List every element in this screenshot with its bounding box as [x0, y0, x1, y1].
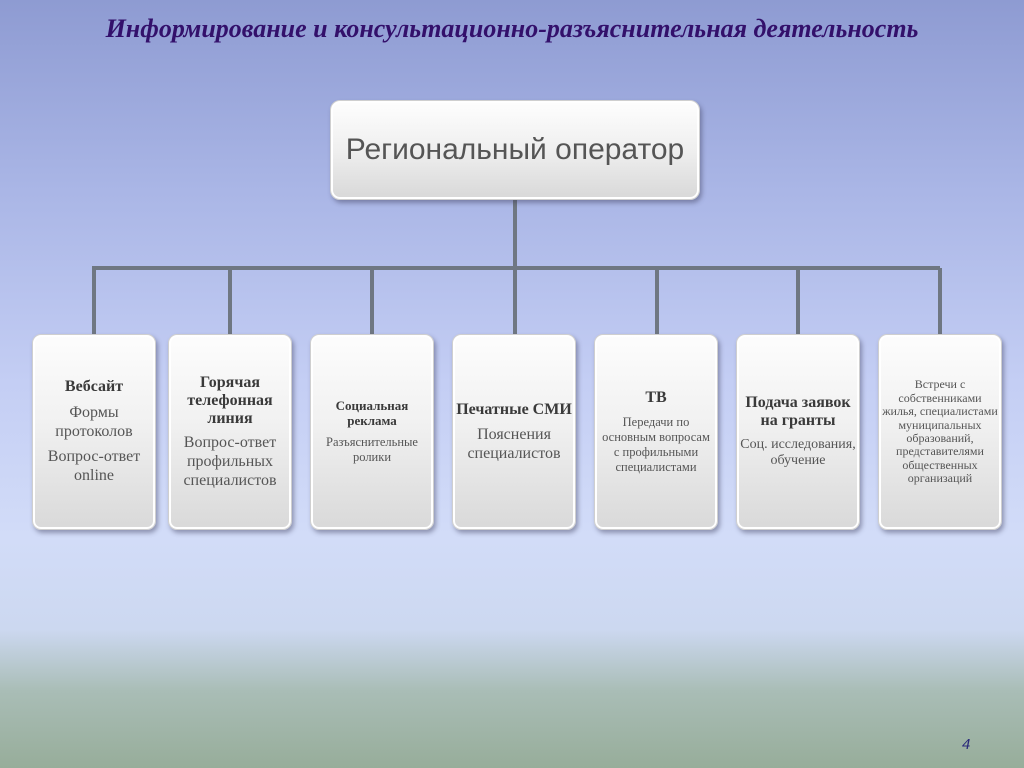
node-grants-head: Подача заявок на гранты — [745, 393, 851, 430]
node-meetings-sub1: Встречи с собственниками жилья, специали… — [882, 377, 998, 486]
node-grants-sub1: Соц. исследования, обучение — [740, 436, 856, 469]
node-website-sub2: Вопрос-ответ online — [47, 448, 141, 485]
slide-title: Информирование и консультационно-разъясн… — [105, 14, 919, 43]
node-tv-sub1: Передачи по основным вопросам с профильн… — [602, 415, 710, 475]
node-grants: Подача заявок на гранты Соц. исследовани… — [736, 334, 860, 530]
node-hotline-head: Горячая телефонная линия — [187, 373, 273, 428]
page-number: 4 — [962, 736, 971, 753]
node-print-media-head: Печатные СМИ — [456, 400, 572, 418]
root-node-regional-operator: Региональный оператор — [330, 100, 700, 200]
node-social-ads-sub1: Разъяснительные ролики — [326, 434, 418, 464]
node-social-ads: Социальная реклама Разъяснительные ролик… — [310, 334, 434, 530]
node-tv: ТВ Передачи по основным вопросам с профи… — [594, 334, 718, 530]
root-node-label: Региональный оператор — [345, 133, 685, 166]
node-website-sub1: Формы протоколов — [55, 403, 133, 440]
node-print-media: Печатные СМИ Пояснения специалистов — [452, 334, 576, 530]
node-social-ads-head: Социальная реклама — [335, 398, 409, 428]
node-hotline-sub1: Вопрос-ответ профильных специалистов — [183, 433, 277, 490]
node-meetings: Встречи с собственниками жилья, специали… — [878, 334, 1002, 530]
node-website-head: Вебсайт — [64, 378, 124, 396]
node-tv-head: ТВ — [645, 388, 667, 406]
node-hotline: Горячая телефонная линия Вопрос-ответ пр… — [168, 334, 292, 530]
node-website: Вебсайт Формы протоколов Вопрос-ответ on… — [32, 334, 156, 530]
node-print-media-sub1: Пояснения специалистов — [467, 426, 561, 463]
